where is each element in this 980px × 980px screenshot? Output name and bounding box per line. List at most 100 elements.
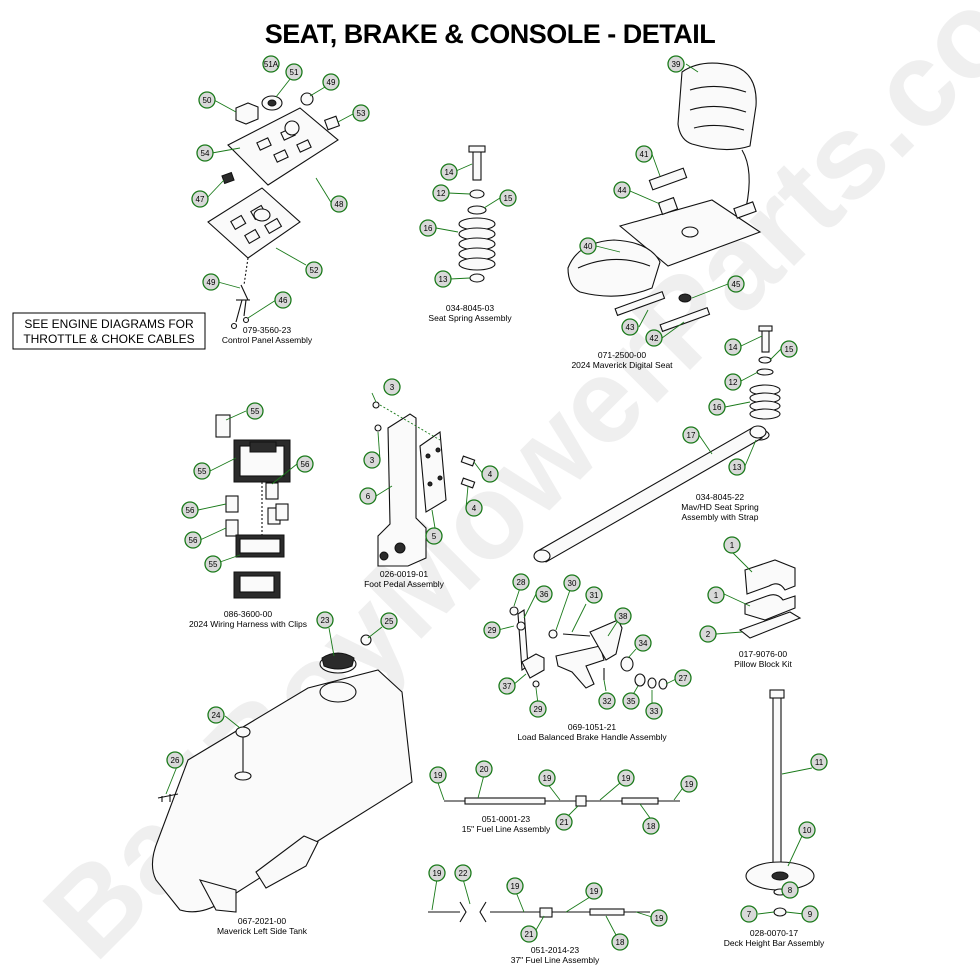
callout-label: 31 xyxy=(590,591,599,600)
callout-56: 56 xyxy=(181,501,199,519)
callout-13: 13 xyxy=(434,270,452,288)
callout-label: 24 xyxy=(212,711,221,720)
callout-label: 48 xyxy=(335,200,344,209)
callout-label: 36 xyxy=(540,590,549,599)
wiring-part-number: 086-3600-00 xyxy=(224,609,272,619)
seat-spring-assembly xyxy=(458,145,496,283)
callout-label: 3 xyxy=(390,383,395,392)
callout-55: 55 xyxy=(204,555,222,573)
callout-label: 5 xyxy=(432,532,437,541)
callout-label: 49 xyxy=(207,278,216,287)
callout-label: 43 xyxy=(626,323,635,332)
fuel15-caption: 15" Fuel Line Assembly xyxy=(462,824,551,834)
pillow-block-kit xyxy=(738,559,802,639)
callout-bubbles: 51A5149505354474852494614121516133941444… xyxy=(166,55,828,951)
callout-label: 42 xyxy=(650,334,659,343)
callout-29: 29 xyxy=(529,700,547,718)
callout-label: 34 xyxy=(639,639,648,648)
callout-label: 1 xyxy=(714,591,719,600)
tank-part-number: 067-2021-00 xyxy=(238,916,286,926)
seat-spring-part-number: 034-8045-03 xyxy=(446,303,494,313)
callout-label: 4 xyxy=(488,470,493,479)
callout-2: 2 xyxy=(699,625,717,643)
callout-23: 23 xyxy=(316,611,334,629)
callout-16: 16 xyxy=(419,219,437,237)
callout-label: 39 xyxy=(672,60,681,69)
left-side-tank xyxy=(151,634,413,913)
callout-21: 21 xyxy=(555,813,573,831)
callout-label: 54 xyxy=(201,149,210,158)
deck-bar-caption: Deck Height Bar Assembly xyxy=(724,938,825,948)
pillow-block-part-number: 017-9076-00 xyxy=(739,649,787,659)
callout-44: 44 xyxy=(613,181,631,199)
callout-label: 23 xyxy=(321,616,330,625)
deck-bar-part-number: 028-0070-17 xyxy=(750,928,798,938)
callout-label: 40 xyxy=(584,242,593,251)
callout-label: 15 xyxy=(504,194,513,203)
callout-30: 30 xyxy=(563,574,581,592)
callout-36: 36 xyxy=(535,585,553,603)
control-panel-part-number: 079-3560-23 xyxy=(243,325,291,335)
callout-19: 19 xyxy=(680,775,698,793)
callout-7: 7 xyxy=(740,905,758,923)
callout-20: 20 xyxy=(475,760,493,778)
callout-label: 22 xyxy=(459,869,468,878)
callout-19: 19 xyxy=(429,766,447,784)
wiring-caption: 2024 Wiring Harness with Clips xyxy=(189,619,307,629)
callout-55: 55 xyxy=(193,462,211,480)
callout-51: 51 xyxy=(285,63,303,81)
callout-13: 13 xyxy=(728,458,746,476)
hd-seat-spring-strap xyxy=(533,325,781,563)
callout-label: 19 xyxy=(543,774,552,783)
callout-35: 35 xyxy=(622,692,640,710)
callout-label: 19 xyxy=(685,780,694,789)
callout-54: 54 xyxy=(196,144,214,162)
callout-15: 15 xyxy=(499,189,517,207)
callout-label: 13 xyxy=(733,463,742,472)
callout-28: 28 xyxy=(512,573,530,591)
callout-label: 16 xyxy=(713,403,722,412)
callout-label: 7 xyxy=(747,910,752,919)
brake-handle-assembly xyxy=(509,606,668,690)
callout-16: 16 xyxy=(708,398,726,416)
callout-33: 33 xyxy=(645,702,663,720)
callout-label: 19 xyxy=(511,882,520,891)
callout-48: 48 xyxy=(330,195,348,213)
callout-15: 15 xyxy=(780,340,798,358)
callout-4: 4 xyxy=(465,499,483,517)
brake-handle-caption: Load Balanced Brake Handle Assembly xyxy=(517,732,667,742)
callout-29: 29 xyxy=(483,621,501,639)
note-line-2: THROTTLE & CHOKE CABLES xyxy=(23,332,194,346)
fuel-line-37 xyxy=(428,901,650,923)
callout-label: 37 xyxy=(503,682,512,691)
callout-label: 45 xyxy=(732,280,741,289)
hd-spring-part-number: 034-8045-22 xyxy=(696,492,744,502)
callout-label: 28 xyxy=(517,578,526,587)
callout-14: 14 xyxy=(724,338,742,356)
callout-8: 8 xyxy=(781,881,799,899)
callout-label: 19 xyxy=(655,914,664,923)
callout-52: 52 xyxy=(305,261,323,279)
callout-51A: 51A xyxy=(262,55,280,73)
callout-label: 32 xyxy=(603,697,612,706)
callout-19: 19 xyxy=(650,909,668,927)
fuel-line-15 xyxy=(444,795,680,807)
callout-label: 14 xyxy=(729,343,738,352)
callout-label: 4 xyxy=(472,504,477,513)
note-line-1: SEE ENGINE DIAGRAMS FOR xyxy=(24,317,194,331)
digital-seat-part-number: 071-2500-00 xyxy=(598,350,646,360)
callout-6: 6 xyxy=(359,487,377,505)
callout-47: 47 xyxy=(191,190,209,208)
callout-label: 11 xyxy=(815,758,824,767)
fuel37-caption: 37" Fuel Line Assembly xyxy=(511,955,600,965)
callout-42: 42 xyxy=(645,329,663,347)
callout-label: 14 xyxy=(445,168,454,177)
callout-3: 3 xyxy=(363,451,381,469)
hd-spring-caption-1: Mav/HD Seat Spring xyxy=(681,502,759,512)
callout-label: 51 xyxy=(290,68,299,77)
callout-31: 31 xyxy=(585,586,603,604)
callout-label: 16 xyxy=(424,224,433,233)
callout-label: 20 xyxy=(480,765,489,774)
callout-34: 34 xyxy=(634,634,652,652)
